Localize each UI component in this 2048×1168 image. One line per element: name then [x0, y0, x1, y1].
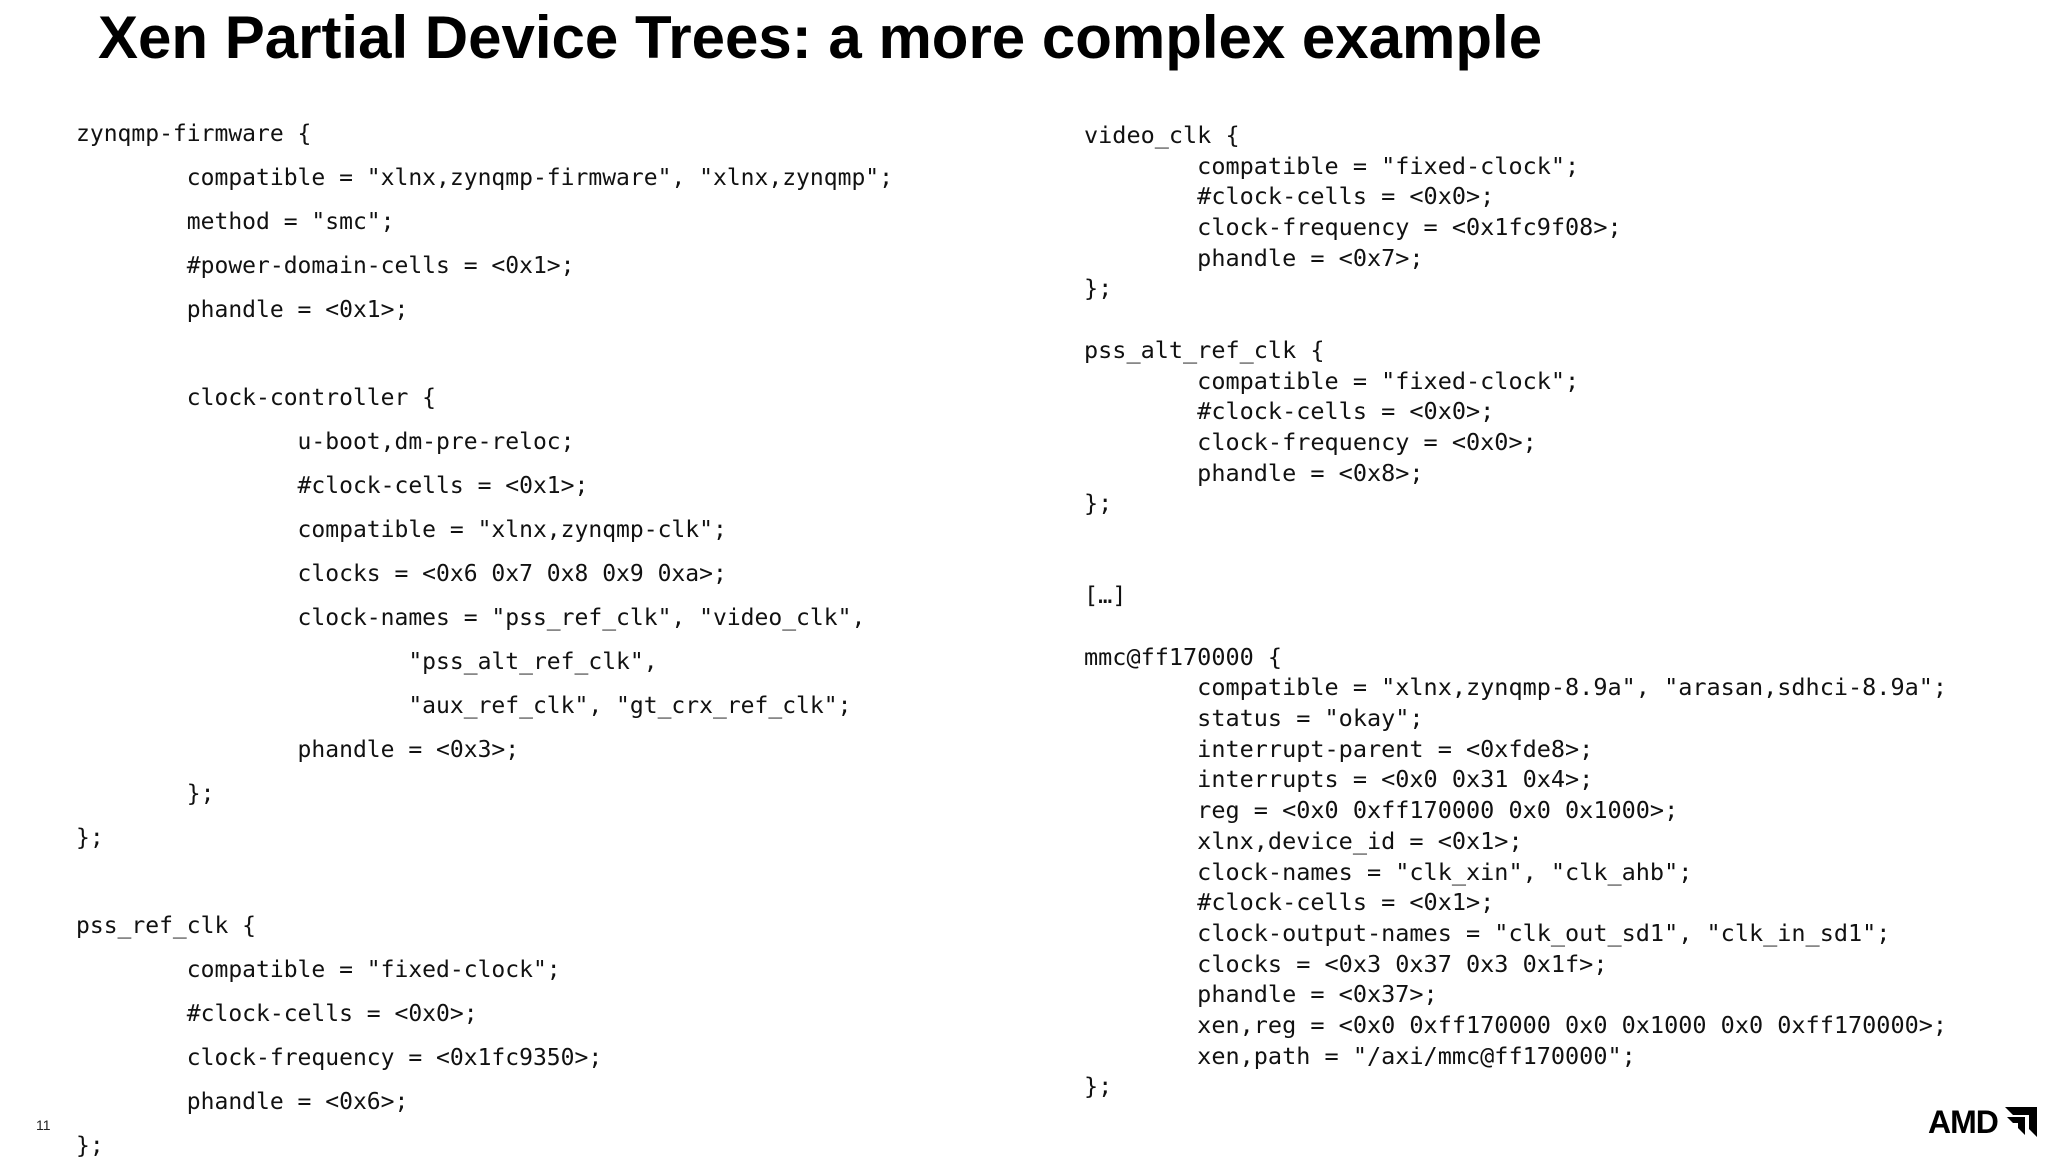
code-line [76, 332, 893, 376]
code-line: clock-names = "pss_ref_clk", "video_clk"… [76, 605, 866, 631]
code-line: compatible = "xlnx,zynqmp-8.9a", "arasan… [1084, 673, 1948, 702]
code-line: reg = <0x0 0xff170000 0x0 0x1000>; [1084, 796, 1679, 825]
code-line: compatible = "xlnx,zynqmp-firmware", "xl… [76, 165, 893, 191]
code-line: video_clk { [1084, 121, 1240, 149]
code-line: clock-output-names = "clk_out_sd1", "clk… [1084, 918, 1891, 947]
code-line: phandle = <0x37>; [1084, 980, 1438, 1009]
code-line: mmc@ff170000 { [1084, 642, 1283, 671]
code-line: "aux_ref_clk", "gt_crx_ref_clk"; [76, 693, 852, 719]
code-line: […] [1084, 581, 1127, 610]
code-line: pss_alt_ref_clk { [1084, 335, 1325, 364]
amd-logo: AMD [1928, 1104, 2037, 1140]
code-line: compatible = "xlnx,zynqmp-clk"; [76, 517, 727, 543]
code-line: #clock-cells = <0x1>; [76, 473, 589, 499]
code-block-right: video_clk { compatible = "fixed-clock"; … [1084, 120, 1947, 1102]
code-line: phandle = <0x1>; [76, 297, 409, 323]
code-line: zynqmp-firmware { [76, 121, 312, 147]
code-line: #clock-cells = <0x1>; [1084, 888, 1495, 917]
code-line: clock-names = "clk_xin", "clk_ahb"; [1084, 857, 1693, 886]
code-line: u-boot,dm-pre-reloc; [76, 429, 575, 455]
code-line: phandle = <0x8>; [1084, 458, 1424, 487]
code-line: #clock-cells = <0x0>; [1084, 182, 1495, 211]
code-line: phandle = <0x7>; [1084, 243, 1424, 272]
code-line: "pss_alt_ref_clk", [76, 649, 658, 675]
code-line: compatible = "fixed-clock"; [76, 957, 561, 983]
code-line: compatible = "fixed-clock"; [1084, 151, 1580, 180]
code-line: phandle = <0x6>; [76, 1089, 409, 1115]
code-line: phandle = <0x3>; [76, 737, 520, 763]
slide-title: Xen Partial Device Trees: a more complex… [98, 4, 1543, 71]
code-line: #clock-cells = <0x0>; [76, 1001, 478, 1027]
code-line: #clock-cells = <0x0>; [1084, 397, 1495, 426]
code-line: clock-controller { [76, 385, 437, 411]
amd-arrow-icon [2004, 1107, 2037, 1137]
page-number: 11 [36, 1117, 51, 1133]
code-line: xen,reg = <0x0 0xff170000 0x0 0x1000 0x0… [1084, 1010, 1948, 1039]
code-line: clocks = <0x6 0x7 0x8 0x9 0xa>; [76, 561, 727, 587]
code-line: clock-frequency = <0x0>; [1084, 427, 1537, 456]
code-line: #power-domain-cells = <0x1>; [76, 253, 575, 279]
code-line: }; [1084, 274, 1113, 303]
code-line: }; [1084, 1072, 1113, 1101]
code-line: clocks = <0x3 0x37 0x3 0x1f>; [1084, 949, 1608, 978]
code-line: xen,path = "/axi/mmc@ff170000"; [1084, 1041, 1636, 1070]
code-line: }; [76, 825, 104, 851]
code-line: compatible = "fixed-clock"; [1084, 366, 1580, 395]
code-line: clock-frequency = <0x1fc9f08>; [1084, 213, 1622, 242]
code-line: interrupts = <0x0 0x31 0x4>; [1084, 765, 1594, 794]
logo-text: AMD [1928, 1104, 1999, 1140]
code-line: pss_ref_clk { [76, 913, 257, 939]
code-line: status = "okay"; [1084, 704, 1424, 733]
code-line: }; [76, 781, 215, 807]
code-line: interrupt-parent = <0xfde8>; [1084, 734, 1594, 763]
code-line: }; [76, 1133, 104, 1159]
code-block-left: zynqmp-firmware { compatible = "xlnx,zyn… [76, 112, 893, 1168]
code-line: method = "smc"; [76, 209, 395, 235]
code-line: clock-frequency = <0x1fc9350>; [76, 1045, 603, 1071]
code-line [1084, 519, 1947, 550]
code-line [1084, 611, 1947, 642]
code-line [1084, 550, 1947, 581]
code-line: }; [1084, 489, 1113, 518]
code-line: xlnx,device_id = <0x1>; [1084, 826, 1523, 855]
code-line [1084, 304, 1947, 335]
code-line [76, 860, 893, 904]
